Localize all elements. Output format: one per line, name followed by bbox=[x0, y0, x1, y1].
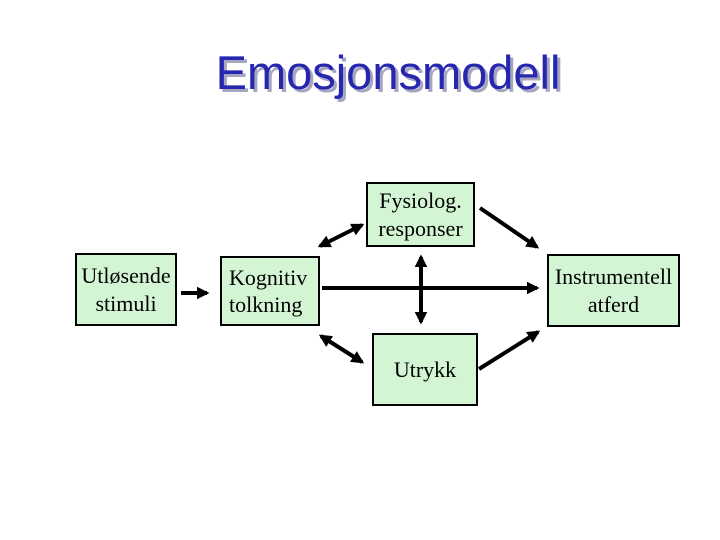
box-instrumentell-atferd: Instrumentell atferd bbox=[547, 254, 680, 327]
box-utlosende-line2: stimuli bbox=[95, 290, 157, 316]
arrow-fysiolog-to-instrumentell bbox=[478, 206, 540, 249]
slide-title: Emosjonsmodell bbox=[215, 46, 561, 99]
box-instrumentell-line2: atferd bbox=[587, 291, 640, 317]
box-kognitiv-line2: tolkning bbox=[229, 292, 303, 317]
box-utlosende-line1: Utløsende bbox=[81, 263, 171, 288]
box-utlosende-stimuli: Utløsende stimuli bbox=[75, 253, 177, 326]
arrow-utrykk-to-instrumentell bbox=[477, 330, 541, 371]
arrow-kognitiv-fysiolog-bidirectional bbox=[317, 223, 365, 248]
box-kognitiv-tolkning: Kognitiv tolkning bbox=[220, 256, 320, 326]
box-instrumentell-line1: Instrumentell bbox=[554, 264, 673, 289]
box-fysiolog-responser: Fysiolog. responser bbox=[366, 182, 475, 247]
box-utrykk: Utrykk bbox=[372, 333, 478, 406]
box-utrykk-line1: Utrykk bbox=[393, 356, 457, 382]
box-fysiolog-line1: Fysiolog. bbox=[379, 188, 462, 213]
box-fysiolog-line2: responser bbox=[378, 215, 463, 241]
arrow-kognitiv-utrykk-bidirectional bbox=[318, 334, 365, 364]
box-kognitiv-line1: Kognitiv bbox=[229, 264, 308, 290]
